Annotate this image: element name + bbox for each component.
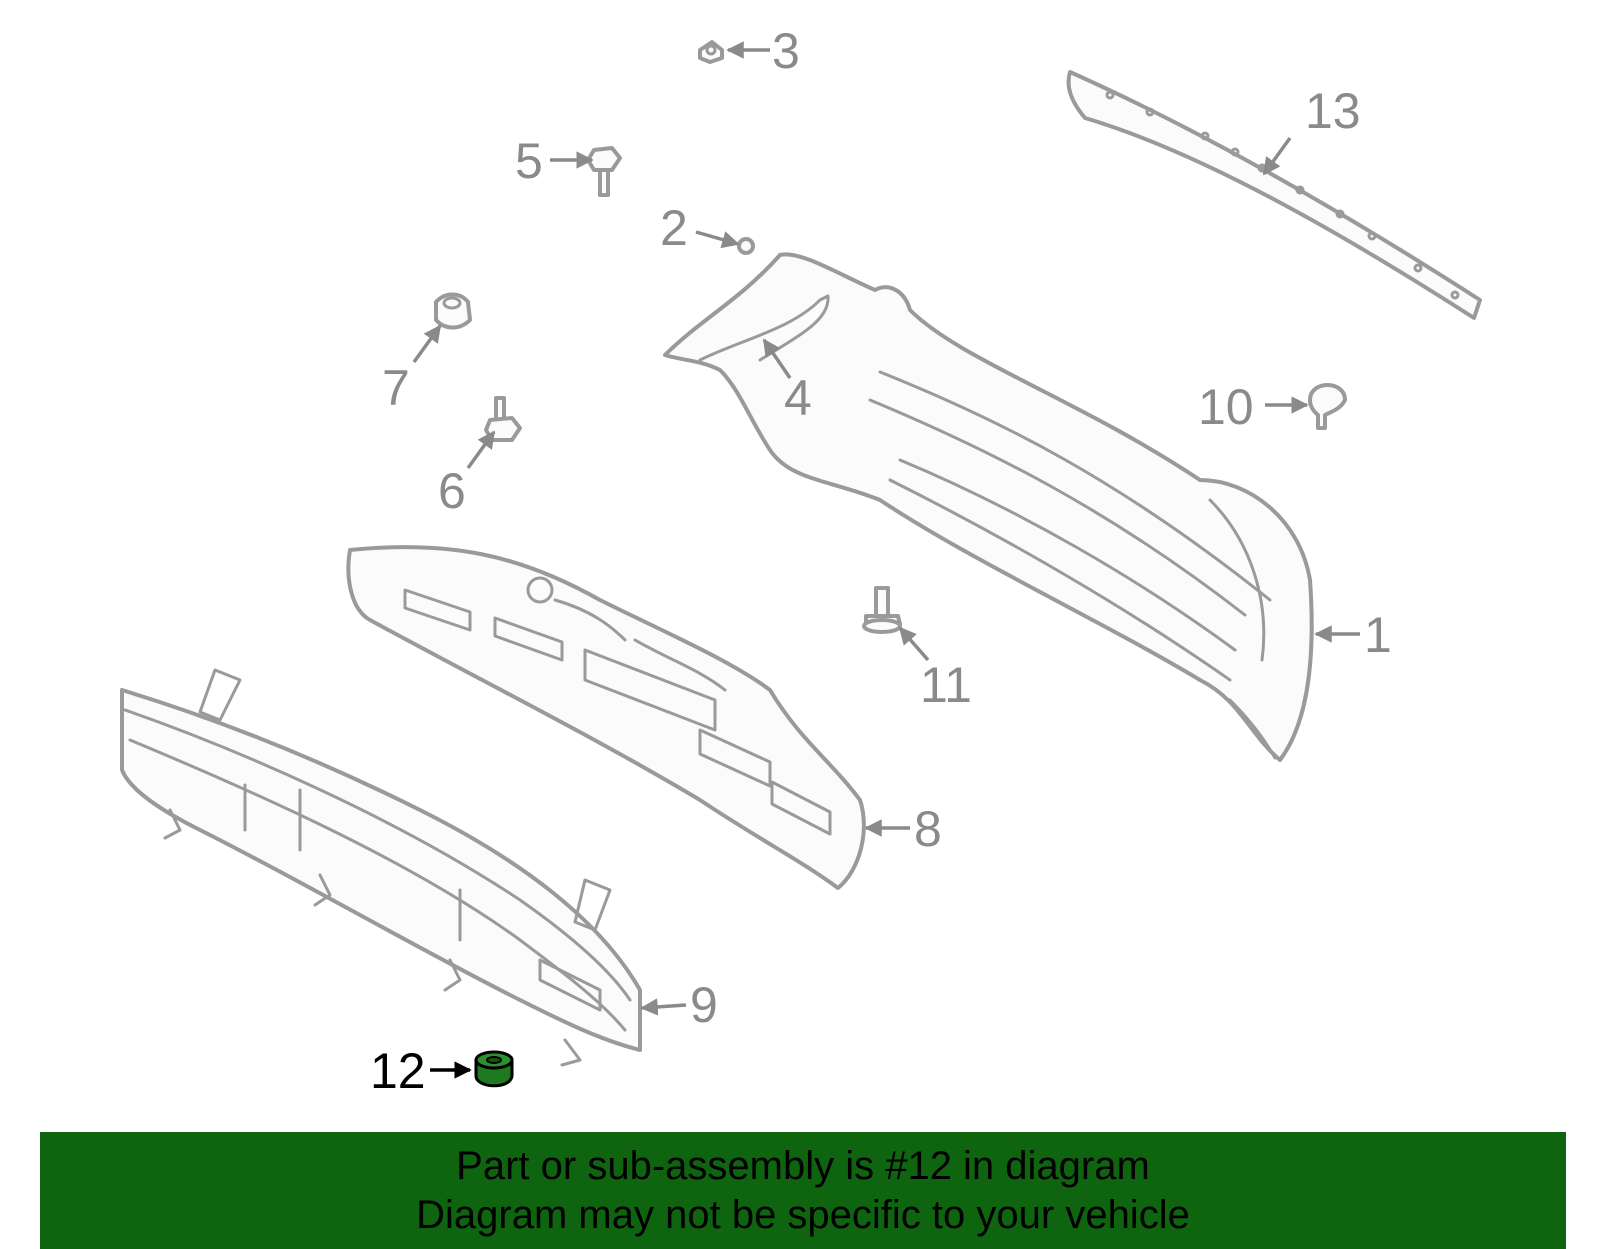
callout-5: 5 <box>515 133 543 189</box>
callout-9: 9 <box>690 977 718 1033</box>
info-banner: Part or sub-assembly is #12 in diagram D… <box>40 1132 1566 1249</box>
callout-2: 2 <box>660 200 688 256</box>
callout-6: 6 <box>438 463 466 519</box>
callout-13: 13 <box>1305 83 1361 139</box>
part-10-retainer-icon <box>1308 383 1347 430</box>
part-3-nut-icon <box>698 40 724 64</box>
callout-12-highlighted: 12 <box>370 1043 426 1099</box>
callout-1: 1 <box>1364 607 1392 663</box>
callout-3: 3 <box>772 23 800 79</box>
banner-line-disclaimer: Diagram may not be specific to your vehi… <box>416 1193 1190 1237</box>
callout-8: 8 <box>914 801 942 857</box>
part-8-energy-absorber <box>346 545 866 890</box>
callout-labels: 3 5 2 13 7 4 10 6 1 11 8 9 12 <box>370 23 1392 1099</box>
callout-11: 11 <box>920 657 972 713</box>
callout-4: 4 <box>784 370 812 426</box>
leader-lines <box>412 41 1360 1079</box>
part-2-clip-icon <box>737 237 755 255</box>
part-5-bolt-icon <box>586 146 622 197</box>
part-13-trim-strip <box>1066 70 1482 320</box>
part-11-bolt-icon <box>862 586 902 634</box>
callout-10: 10 <box>1198 379 1254 435</box>
banner-line-part-number: Part or sub-assembly is #12 in diagram <box>456 1144 1150 1188</box>
part-1-bumper-cover <box>663 252 1314 762</box>
callout-7: 7 <box>382 360 410 416</box>
part-12-nut-highlighted-icon <box>474 1050 514 1088</box>
part-9-reinforcement-beam <box>120 668 642 1067</box>
part-7-push-clip-icon <box>434 292 472 330</box>
